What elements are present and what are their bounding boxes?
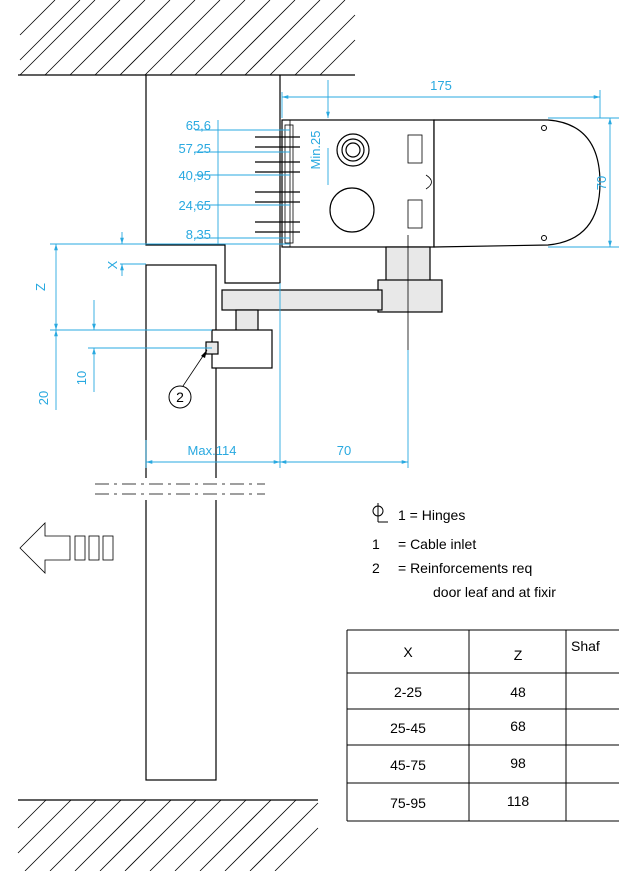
- door-closer-body: [281, 119, 601, 248]
- legend-line-2-num: 1: [372, 536, 380, 552]
- dim-40-95: 40,95: [178, 168, 211, 183]
- table-cell: 45-75: [390, 757, 426, 773]
- ceiling-hatching: [18, 0, 356, 76]
- table-header-x: X: [403, 644, 413, 660]
- dim-65-6: 65,6: [186, 118, 211, 133]
- centerline-symbol-icon: [372, 503, 388, 523]
- table-cell: 2-25: [394, 684, 422, 700]
- table-cell: 25-45: [390, 720, 426, 736]
- dim-max114: Max.114: [188, 443, 237, 458]
- door-frame: [145, 75, 281, 284]
- dim-175: 175: [430, 78, 452, 93]
- direction-arrow-icon: [19, 522, 114, 574]
- dim-70-right: 70: [594, 176, 609, 190]
- callout-2-label: 2: [176, 389, 184, 405]
- callout-2: 2: [168, 349, 208, 409]
- legend-line-3-text: = Reinforcements req: [398, 560, 532, 576]
- legend-line-3-num: 2: [372, 560, 380, 576]
- table-cell: 118: [507, 793, 530, 809]
- dim-70-bottom: 70: [337, 443, 351, 458]
- table-cell: 48: [510, 684, 526, 700]
- legend-line-2-text: = Cable inlet: [398, 536, 476, 552]
- closer-arm: [205, 235, 443, 369]
- dim-20: 20: [36, 391, 51, 405]
- dim-57-25: 57,25: [178, 141, 211, 156]
- dim-10: 10: [74, 371, 89, 385]
- dim-8-35: 8,35: [186, 227, 211, 242]
- table-header-shaft: Shaf: [571, 638, 600, 654]
- dimension-lines: [50, 80, 619, 468]
- table-cell: 68: [510, 718, 526, 734]
- hinge-screws: [255, 124, 300, 244]
- dim-min25: Min.25: [308, 130, 323, 169]
- floor-hatching: [17, 799, 319, 871]
- dim-24-65: 24,65: [178, 198, 211, 213]
- dim-x: X: [105, 260, 120, 269]
- table-header-z: Z: [514, 647, 523, 663]
- table-cell: 75-95: [390, 795, 426, 811]
- legend-line-1: 1 = Hinges: [398, 507, 465, 523]
- door-leaf: [95, 264, 265, 781]
- legend-line-4-text: door leaf and at fixir: [433, 584, 556, 600]
- table-cell: 98: [510, 755, 526, 771]
- dim-z: Z: [33, 283, 48, 291]
- legend: 1 = Hinges 1 = Cable inlet 2 = Reinforce…: [372, 503, 556, 600]
- dimension-table: X Z Shaf 2-25 48 25-45 68 45-75 98 75-95…: [346, 629, 619, 822]
